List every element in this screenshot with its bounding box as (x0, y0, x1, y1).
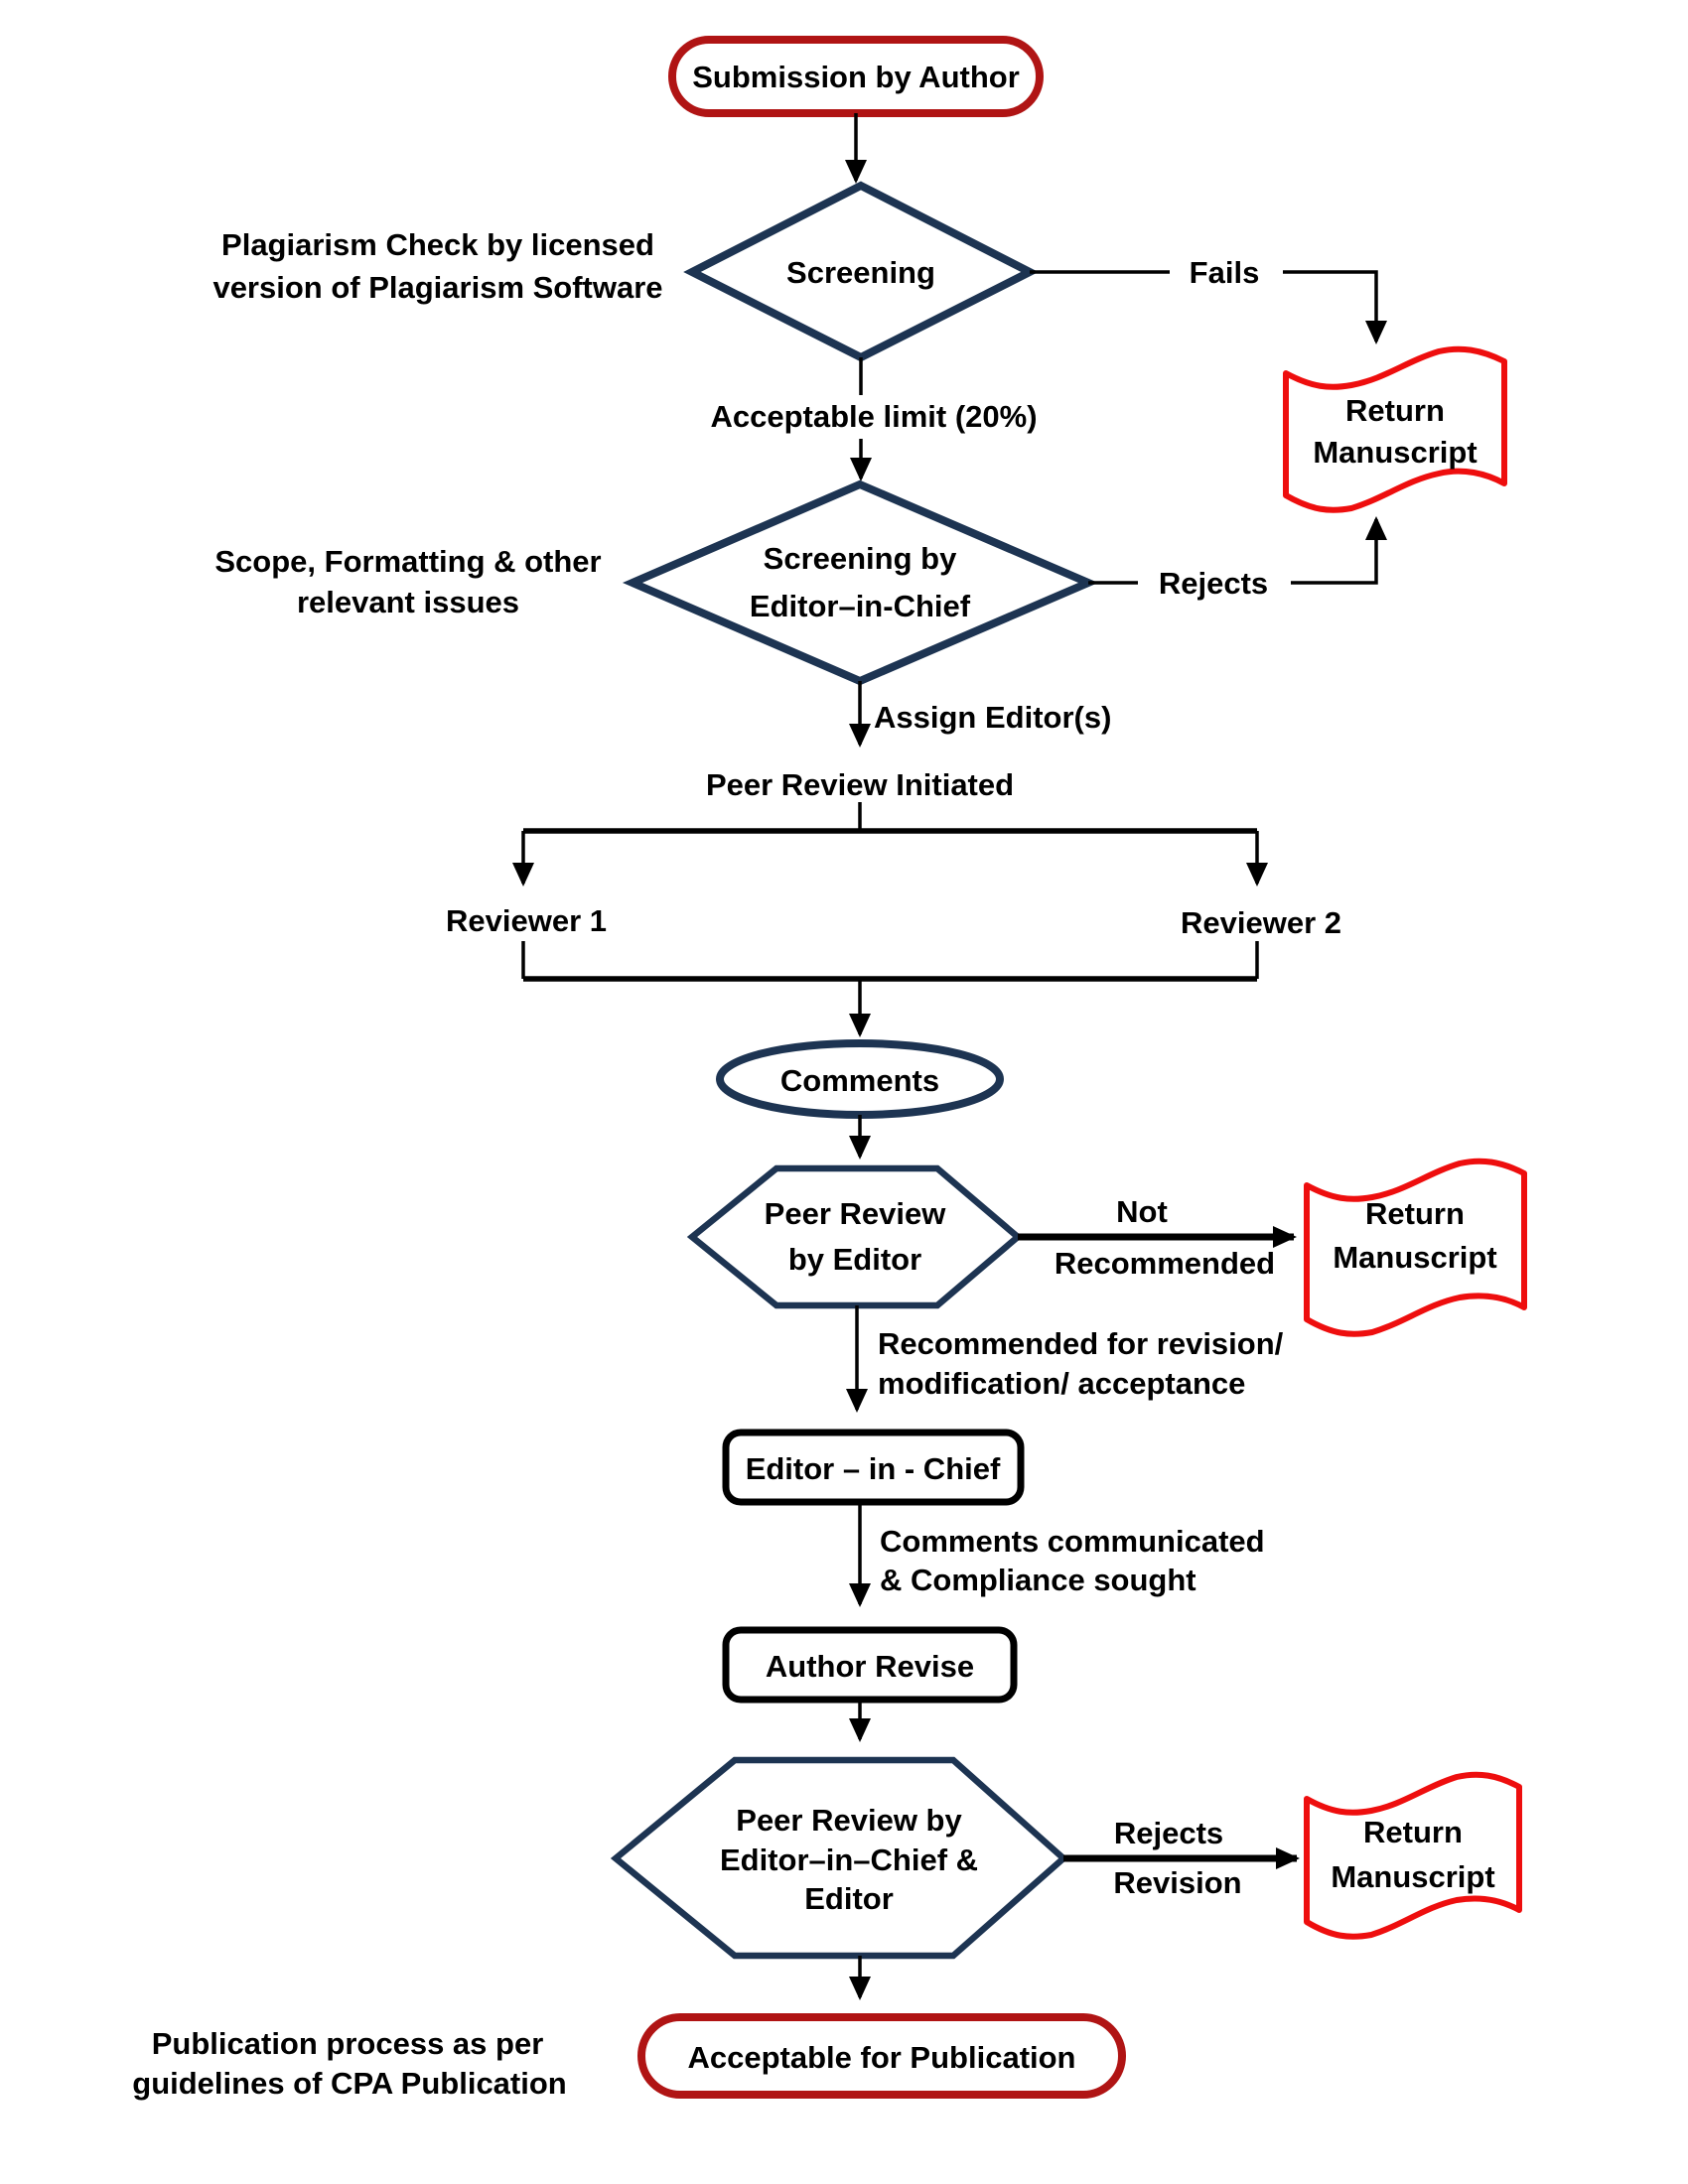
recommended-note-line2: modification/ acceptance (878, 1366, 1245, 1401)
return-manuscript-3-line2: Manuscript (1331, 1859, 1494, 1894)
reviewer2-label: Reviewer 2 (1181, 905, 1341, 940)
return-manuscript-1-line2: Manuscript (1313, 435, 1477, 470)
final-review-hexagon (610, 1756, 1068, 1960)
not-recommended-label-line1: Not (1116, 1194, 1168, 1229)
reviewer1-label: Reviewer 1 (446, 903, 607, 938)
peer-review-editor-label-line1: Peer Review (765, 1196, 947, 1231)
final-review-label-line3: Editor (804, 1881, 894, 1916)
recommended-note-line1: Recommended for revision/ (878, 1326, 1284, 1361)
final-review-label-line2: Editor–in–Chief & (720, 1843, 978, 1877)
final-review-label-line1: Peer Review by (736, 1803, 962, 1838)
screening-label: Screening (786, 255, 935, 290)
eic-screening-label-line1: Screening by (764, 541, 957, 576)
rejects-edge-segment2 (1291, 516, 1387, 585)
rejects-label: Rejects (1159, 566, 1268, 601)
rejects-revision-label-line1: Rejects (1114, 1816, 1223, 1850)
fails-edge-segment2 (1283, 270, 1387, 344)
fails-label: Fails (1190, 255, 1260, 290)
author-revise-box (722, 1626, 1018, 1704)
assign-editors-label: Assign Editor(s) (874, 700, 1111, 735)
return-manuscript-3-line1: Return (1363, 1815, 1463, 1849)
peer-review-editor-label-line2: by Editor (788, 1242, 921, 1277)
author-revise-label: Author Revise (766, 1649, 974, 1684)
comments-communicated-line1: Comments communicated (880, 1524, 1265, 1559)
peer-review-editor-hexagon (686, 1164, 1024, 1309)
end-terminator (637, 2013, 1126, 2099)
return-manuscript-2-shape (1304, 1158, 1527, 1337)
rejects-revision-label-line2: Revision (1113, 1865, 1241, 1900)
eic-screening-label-line2: Editor–in-Chief (750, 589, 971, 623)
comments-communicated-line2: & Compliance sought (880, 1563, 1196, 1597)
plagiarism-note-line1: Plagiarism Check by licensed (221, 227, 654, 262)
not-recommended-label-line2: Recommended (1055, 1246, 1275, 1281)
return-manuscript-1-shape (1283, 345, 1507, 513)
editor-in-chief-box (722, 1429, 1025, 1506)
editor-in-chief-label: Editor – in - Chief (746, 1451, 1001, 1486)
scope-note-line1: Scope, Formatting & other (214, 544, 601, 579)
eic-screening-diamond (622, 479, 1099, 686)
return-manuscript-2-line1: Return (1365, 1196, 1465, 1231)
acceptable-limit-label: Acceptable limit (20%) (710, 399, 1037, 434)
plagiarism-note-line2: version of Plagiarism Software (212, 270, 662, 305)
end-label: Acceptable for Publication (687, 2040, 1075, 2075)
comments-label: Comments (780, 1063, 939, 1098)
footer-note-line2: guidelines of CPA Publication (132, 2066, 566, 2101)
return-manuscript-2-line2: Manuscript (1333, 1240, 1496, 1275)
return-manuscript-3-shape (1304, 1771, 1522, 1940)
scope-note-line2: relevant issues (297, 585, 519, 619)
return-manuscript-1-line1: Return (1345, 393, 1445, 428)
peer-review-initiated-label: Peer Review Initiated (706, 767, 1014, 802)
start-label: Submission by Author (692, 60, 1020, 94)
footer-note-line1: Publication process as per (152, 2026, 544, 2061)
